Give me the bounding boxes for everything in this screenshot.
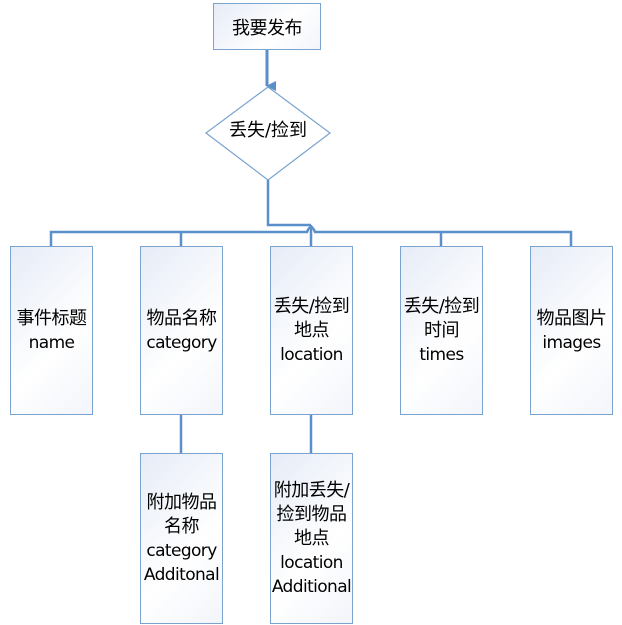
field-label-en: Additonal	[143, 564, 220, 585]
field-label-en: Additional	[271, 576, 352, 597]
field-label-en: location	[280, 344, 343, 365]
field-label-zh: 地点	[294, 527, 330, 549]
field-label-zh: 物品图片	[536, 307, 608, 329]
field-label-en: times	[419, 344, 464, 365]
field-label-zh: 丢失/捡到	[403, 295, 480, 317]
field-node-category: 物品名称 category	[140, 246, 223, 415]
field-node-location: 丢失/捡到 地点 location	[270, 246, 353, 415]
field-label-zh: 时间	[423, 319, 460, 341]
start-label: 我要发布	[232, 17, 303, 39]
field-label-en: location	[280, 552, 343, 573]
field-label-en: name	[28, 332, 75, 353]
field-label-zh: 捡到物品	[276, 503, 348, 525]
field-label-zh: 地点	[293, 319, 330, 341]
field-node-images: 物品图片 images	[530, 246, 613, 415]
field-node-times: 丢失/捡到 时间 times	[400, 246, 483, 415]
field-label-zh: 附加物品	[146, 491, 218, 513]
field-label-zh: 物品名称	[146, 307, 218, 329]
field-label-zh: 名称	[164, 515, 200, 537]
decision-to-bus	[266, 180, 311, 227]
field-label-en: images	[542, 332, 601, 353]
field-label-en: category	[146, 332, 217, 353]
field-label-zh: 附加丢失/	[273, 479, 350, 501]
field-label-en: category	[146, 540, 217, 561]
sub-field-node-category-additional: 附加物品 名称 category Additonal	[140, 453, 223, 624]
decision-label: 丢失/捡到	[228, 120, 308, 141]
sub-field-node-location-additional: 附加丢失/ 捡到物品 地点 location Additional	[270, 453, 353, 624]
field-node-name: 事件标题 name	[10, 246, 93, 415]
field-label-zh: 丢失/捡到	[273, 295, 350, 317]
start-node: 我要发布	[213, 3, 321, 50]
field-label-zh: 事件标题	[16, 307, 88, 329]
